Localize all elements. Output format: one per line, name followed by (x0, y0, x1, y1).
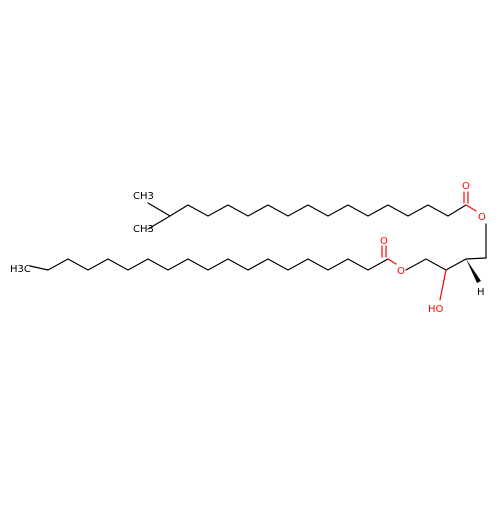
ch3-branch-b-label: CH3 (133, 224, 154, 235)
lower-ester-oxygen-label: O (397, 266, 405, 277)
lower-acyl-chain (29, 245, 447, 271)
lower-carbonyl-oxygen-label: O (380, 236, 388, 247)
upper-acyl-chain (147, 191, 487, 259)
ch3-branch-a-label: CH3 (133, 191, 154, 202)
glycerol-backbone (439, 257, 487, 301)
hydroxyl-label: HO (428, 304, 444, 315)
upper-carbonyl-oxygen-label: O (462, 181, 470, 192)
stereo-h-label: H (477, 287, 485, 298)
upper-ester-oxygen-label: O (478, 212, 486, 223)
stereo-wedge (466, 259, 481, 283)
ch3-terminal-label: H3C (10, 264, 31, 275)
